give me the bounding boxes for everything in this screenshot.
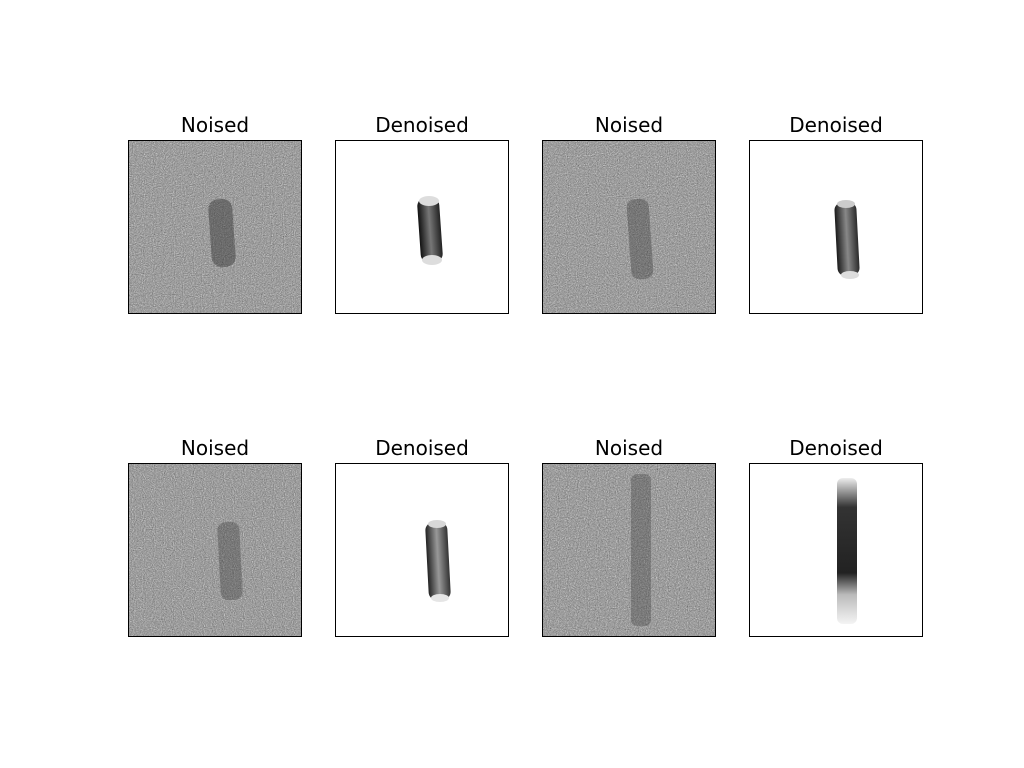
denoised-image: [749, 463, 923, 637]
panel-title: Denoised: [789, 113, 883, 137]
denoised-image: [749, 140, 923, 314]
panel-title: Noised: [594, 436, 664, 460]
panel-title: Denoised: [375, 113, 469, 137]
noised-image: [128, 140, 302, 314]
object-shape: [626, 198, 654, 280]
panel-title: Denoised: [375, 436, 469, 460]
noised-image: [128, 463, 302, 637]
denoised-image: [335, 140, 509, 314]
object-shape: [208, 198, 236, 268]
noised-image: [542, 140, 716, 314]
noised-image: [542, 463, 716, 637]
object-shape: [631, 474, 651, 626]
object-shape: [837, 478, 857, 624]
object-shape: [425, 521, 451, 601]
object-shape: [834, 201, 860, 277]
panel-title: Noised: [180, 436, 250, 460]
object-shape: [217, 521, 243, 601]
panel-title: Denoised: [789, 436, 883, 460]
panel-title: Noised: [594, 113, 664, 137]
noise-layer: [129, 141, 301, 313]
object-shape: [417, 196, 443, 264]
panel-title: Noised: [180, 113, 250, 137]
denoised-image: [335, 463, 509, 637]
